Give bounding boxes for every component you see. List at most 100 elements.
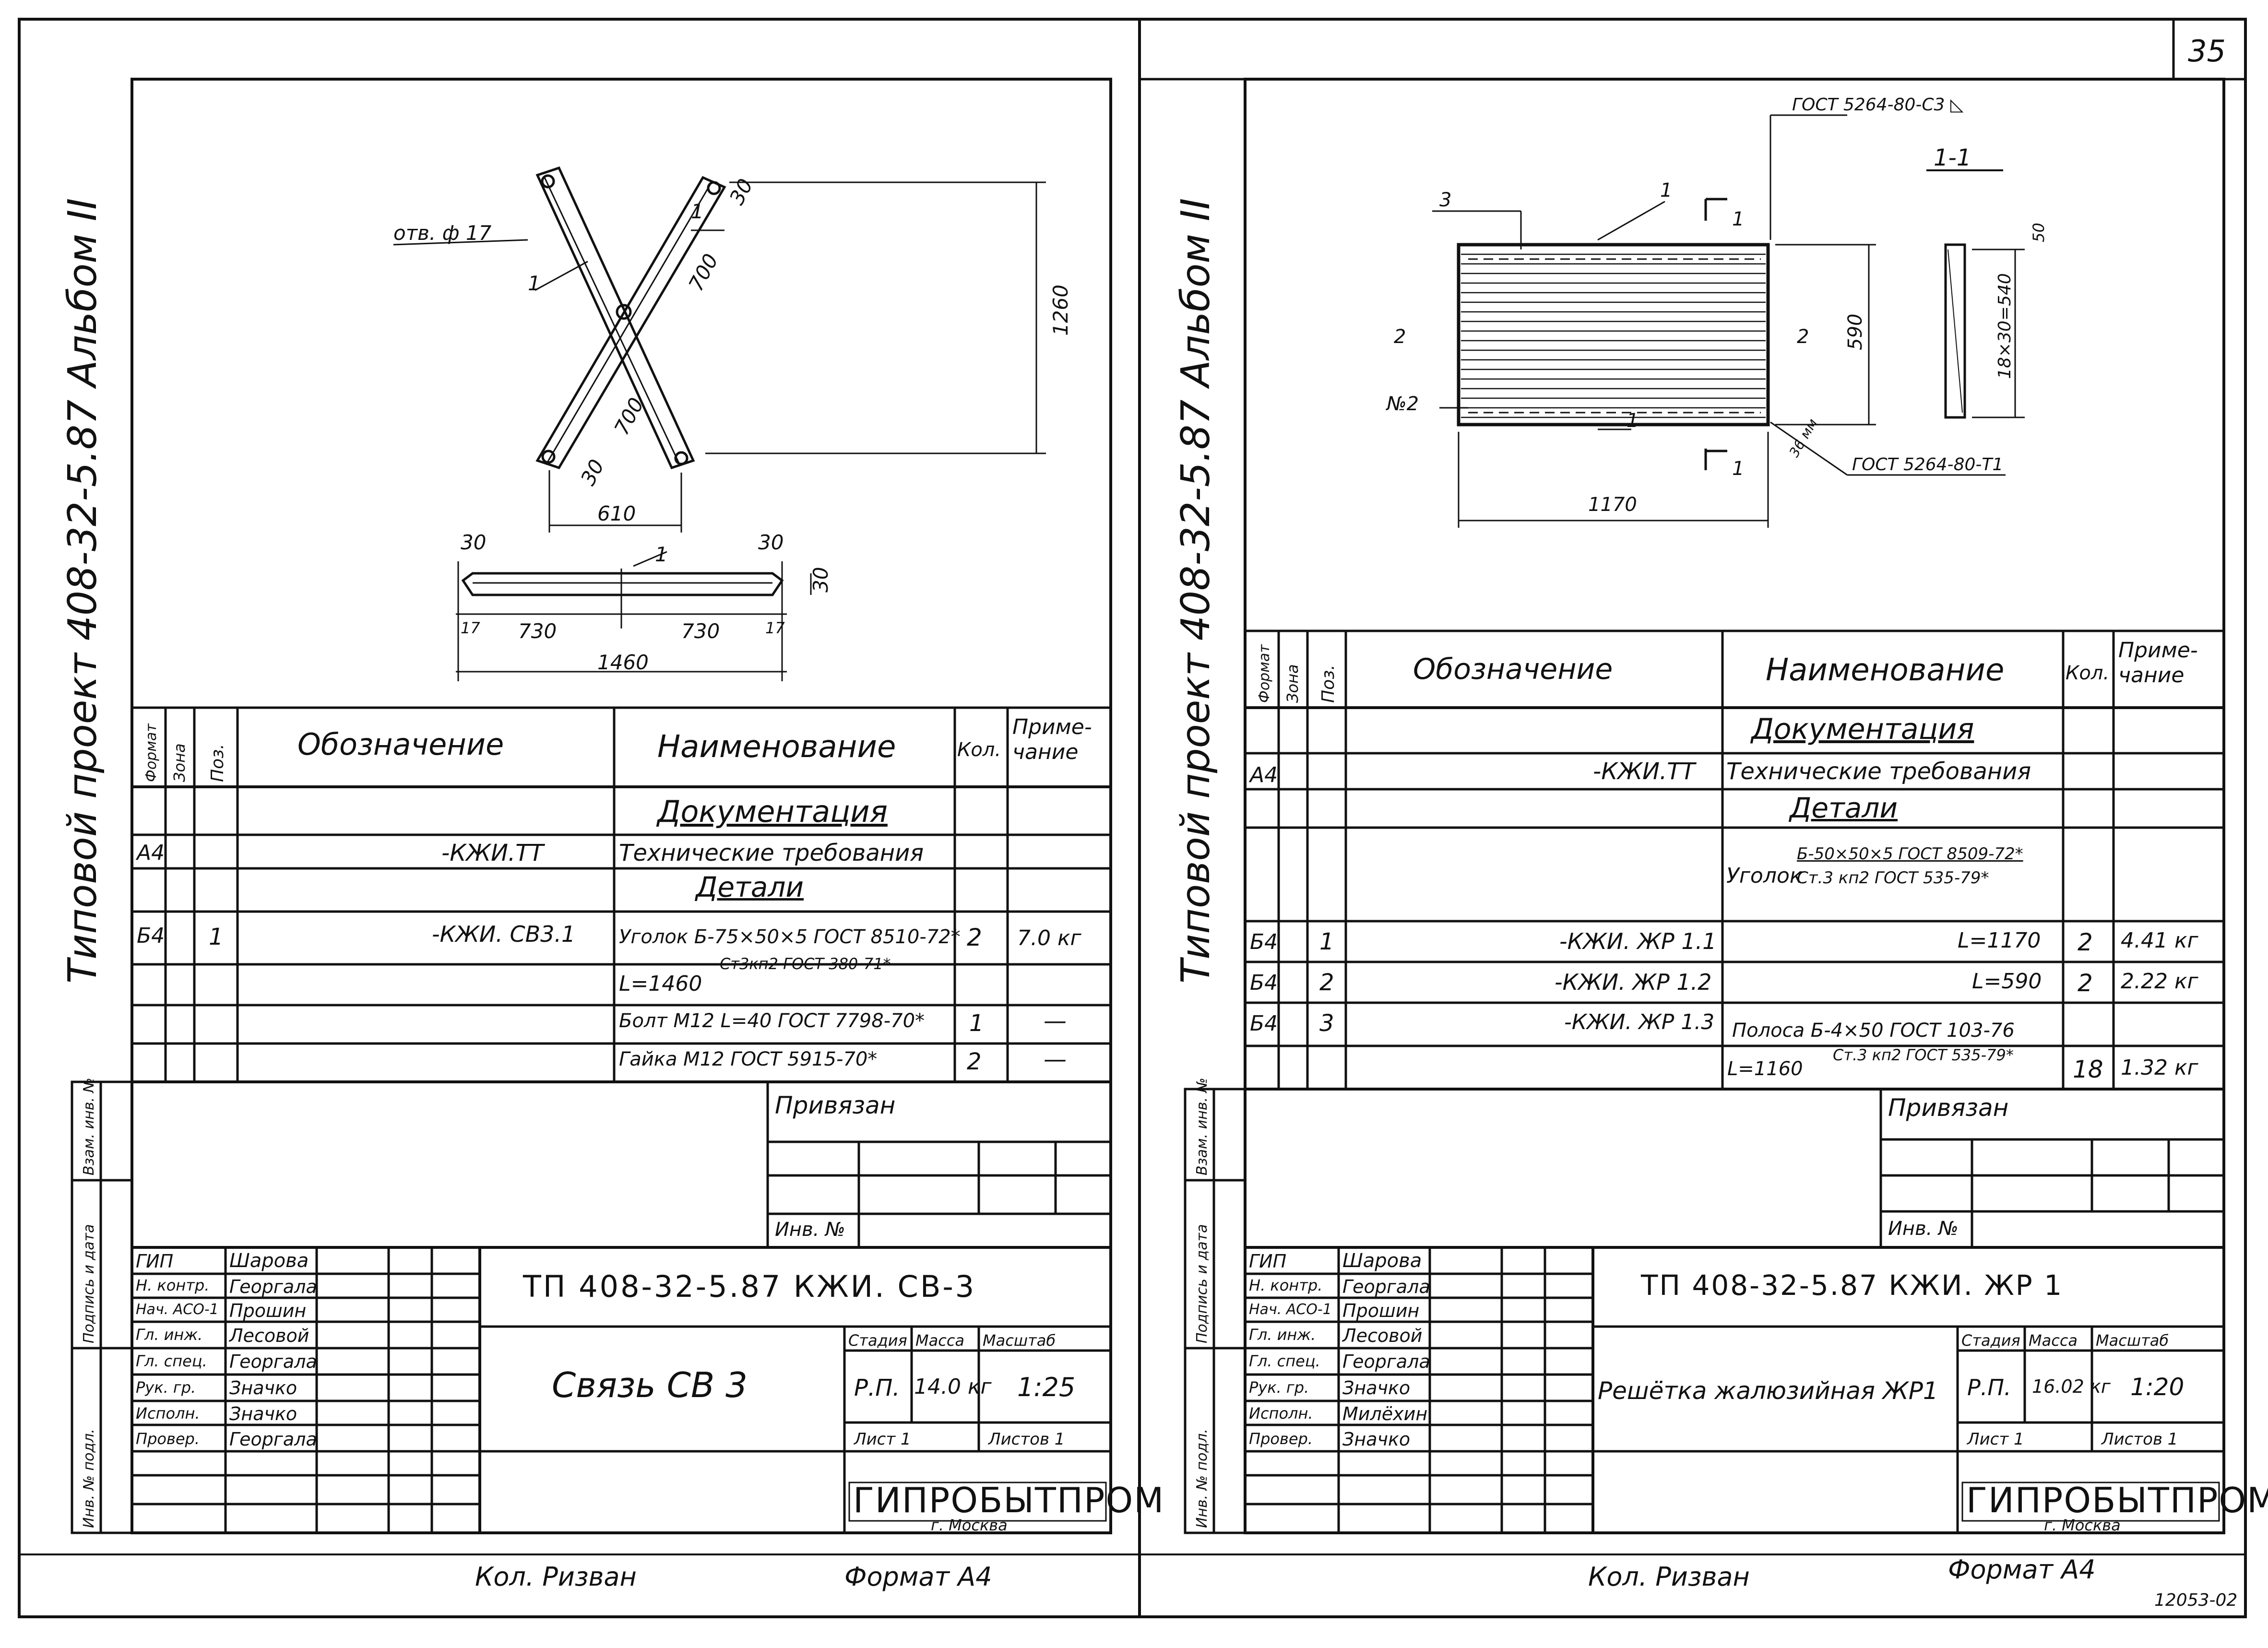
dim-30-left: 30	[461, 531, 486, 554]
right-doc-title: Решётка жалюзийная ЖР1	[1598, 1377, 1938, 1405]
right-row2-prefix: Уголок	[1726, 864, 1803, 888]
right-row3-name: L=1170	[1958, 928, 2041, 953]
cut-mark-bottom: 1	[1732, 458, 1744, 480]
left-name-4: Лесовой	[229, 1325, 309, 1346]
right-row1-designation: -КЖИ.ТТ	[1593, 758, 1695, 785]
left-row2-qty: 2	[967, 924, 982, 951]
footer-format-right: Формат А4	[1948, 1554, 2096, 1585]
left-hdr-pos: Поз.	[208, 744, 227, 782]
right-row3-designation: -КЖИ. ЖР 1.1	[1559, 928, 1717, 954]
left-scale: 1:25	[1017, 1372, 1076, 1402]
stamp-replace-left: Взам. инв. №	[81, 1078, 97, 1175]
left-role-ispoln: Исполн.	[136, 1404, 200, 1423]
left-city: г. Москва	[931, 1516, 1008, 1534]
left-section-parts: Детали	[696, 871, 804, 903]
right-row4-format: Б4	[1250, 971, 1278, 995]
left-row1-designation: -КЖИ.ТТ	[441, 840, 544, 866]
right-section-docs: Документация	[1751, 712, 1974, 746]
left-name-3: Прошин	[229, 1300, 307, 1321]
right-row5-designation: -КЖИ. ЖР 1.3	[1564, 1010, 1715, 1034]
right-org-stamp: ГИПРОБЫТПРОМ	[1966, 1480, 2268, 1520]
stamp-replace-right: Взам. инв. №	[1194, 1078, 1211, 1175]
dim-1260: 1260	[1049, 285, 1072, 336]
right-name-3: Прошин	[1342, 1300, 1420, 1321]
right-role-ispoln: Исполн.	[1249, 1404, 1313, 1423]
dim-30-right: 30	[758, 531, 784, 554]
left-hdr-zone: Зона	[170, 743, 189, 782]
left-scale-label: Масштаб	[983, 1331, 1056, 1350]
dim-50: 50	[2030, 223, 2048, 242]
right-row5-pos: 3	[1319, 1010, 1334, 1037]
right-sheet-no: Лист 1	[1967, 1430, 2024, 1449]
right-row2-name2: Ст.3 кп2 ГОСТ 535-79*	[1797, 868, 1989, 888]
dim-17-left: 17	[461, 619, 480, 637]
right-role-gip: ГИП	[1249, 1251, 1287, 1272]
right-row3-format: Б4	[1250, 930, 1278, 954]
pos-1-top: 1	[1660, 179, 1672, 202]
stamp-inv-left: Инв. № подл.	[81, 1429, 97, 1528]
left-row3-name: Болт М12 L=40 ГОСТ 7798-70*	[619, 1010, 925, 1032]
right-row3-pos: 1	[1319, 928, 1334, 955]
right-row4-qty: 2	[2078, 969, 2093, 997]
left-section-docs: Документация	[657, 794, 888, 829]
left-row4-name: Гайка М12 ГОСТ 5915-70*	[619, 1048, 878, 1070]
right-row5-name2: Ст.3 кп2 ГОСТ 535-79*	[1833, 1046, 2014, 1064]
right-row5-name: Полоса Б-4×50 ГОСТ 103-76	[1732, 1020, 2015, 1042]
left-row2-format: Б4	[137, 924, 165, 948]
right-row5-name3: L=1160	[1727, 1058, 1803, 1080]
left-row4-note: —	[1044, 1046, 1067, 1073]
right-scale-label: Масштаб	[2096, 1331, 2169, 1350]
pos-1-label: 1	[528, 272, 541, 295]
dim-30-lower: 30	[576, 455, 609, 489]
left-mass-label: Масса	[915, 1331, 965, 1350]
grille-drawing	[1432, 114, 2025, 528]
brace-drawing	[393, 166, 1046, 681]
dim-700-lower: 700	[610, 394, 649, 439]
left-name-2: Георгала	[229, 1276, 317, 1297]
cut-mark-top: 1	[1732, 208, 1744, 230]
left-row1-name: Технические требования	[619, 840, 924, 866]
left-row2-designation: -КЖИ. СВ3.1	[432, 921, 576, 947]
gost-top: ГОСТ 5264-80-С3 ◺	[1792, 95, 1964, 115]
left-row2-name3: L=1460	[619, 972, 702, 996]
section-1-1: 1-1	[1934, 144, 1971, 171]
right-name-8: Значко	[1342, 1429, 1411, 1450]
left-row4-qty: 2	[967, 1048, 982, 1075]
left-org-stamp: ГИПРОБЫТПРОМ	[853, 1480, 1165, 1520]
left-role-nkontr: Н. контр.	[136, 1276, 210, 1294]
left-hdr-name: Наименование	[657, 729, 896, 765]
footer-copied-right: Кол. Ризван	[1588, 1562, 1750, 1592]
right-row5-note: 1.32 кг	[2121, 1055, 2198, 1080]
stamp-inv-right: Инв. № подл.	[1194, 1429, 1211, 1528]
left-hdr-format: Формат	[143, 723, 160, 782]
right-stage-label: Стадия	[1961, 1331, 2020, 1350]
right-row3-note: 4.41 кг	[2121, 928, 2198, 953]
right-row3-qty: 2	[2078, 928, 2093, 956]
right-stage: Р.П.	[1967, 1375, 2011, 1400]
footer-copied-left: Кол. Ризван	[475, 1562, 637, 1592]
dim-18x30: 18×30=540	[1995, 273, 2015, 379]
left-role-gip: ГИП	[136, 1251, 174, 1272]
left-role-glinzh: Гл. инж.	[136, 1326, 203, 1344]
right-row5-qty: 18	[2073, 1055, 2103, 1083]
page-number: 35	[2188, 34, 2226, 69]
right-hdr-note: Приме-чание	[2118, 638, 2198, 688]
left-hdr-qty: Кол.	[957, 739, 1001, 761]
left-doc-code: ТП 408-32-5.87 КЖИ. СВ-3	[523, 1269, 976, 1304]
detail-no-2: №2	[1386, 393, 1419, 415]
left-row2-name2: Ст3кп2 ГОСТ 380-71*	[720, 955, 891, 973]
pos-2-right: 2	[1797, 326, 1809, 348]
bottom-pos-1: 1	[655, 543, 668, 566]
left-name-6: Значко	[229, 1377, 297, 1399]
left-hdr-designation: Обозначение	[297, 727, 504, 762]
footer-format-left: Формат А4	[844, 1562, 992, 1592]
dim-730-right: 730	[681, 619, 720, 643]
pos-2-left: 2	[1394, 326, 1406, 348]
right-hdr-name: Наименование	[1766, 652, 2005, 688]
right-name-2: Георгала	[1342, 1276, 1430, 1297]
left-row3-note: —	[1044, 1008, 1067, 1034]
dim-30-vertical: 30	[809, 567, 832, 593]
dim-730-left: 730	[518, 619, 557, 643]
left-row2-note: 7.0 кг	[1017, 926, 1081, 950]
